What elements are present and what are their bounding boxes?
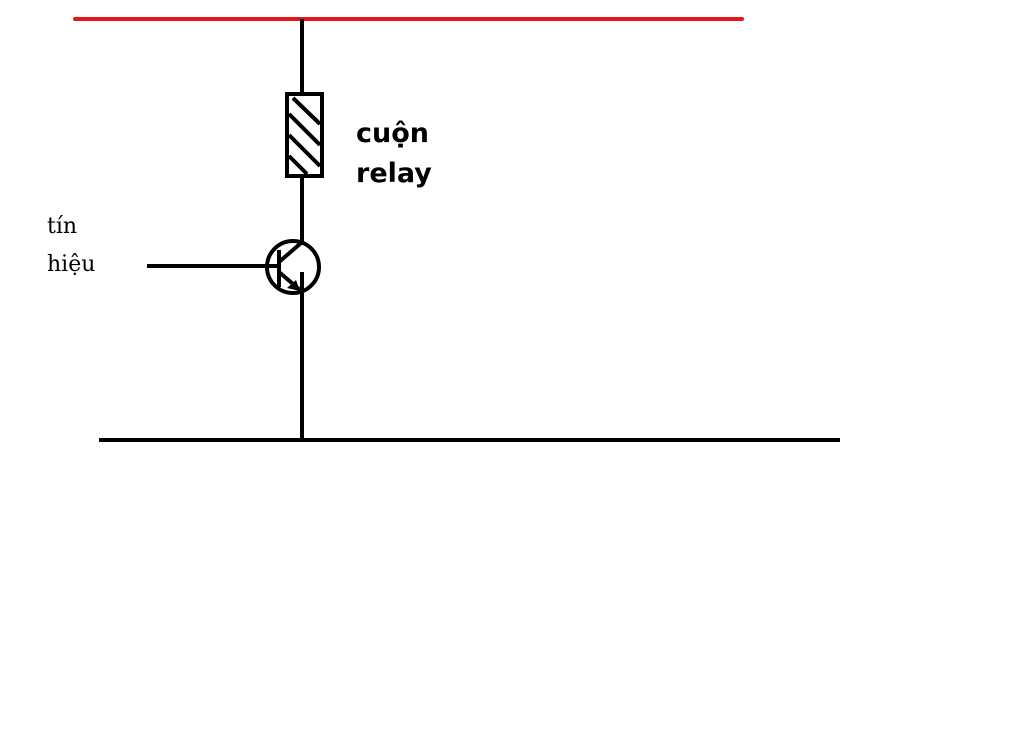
relay-label-line1: cuộn [356, 118, 429, 149]
relay-label-line2: relay [356, 158, 432, 189]
signal-label-line2: hiệu [47, 252, 96, 277]
signal-label-line1: tín [47, 214, 78, 239]
relay-coil [285, 92, 324, 178]
